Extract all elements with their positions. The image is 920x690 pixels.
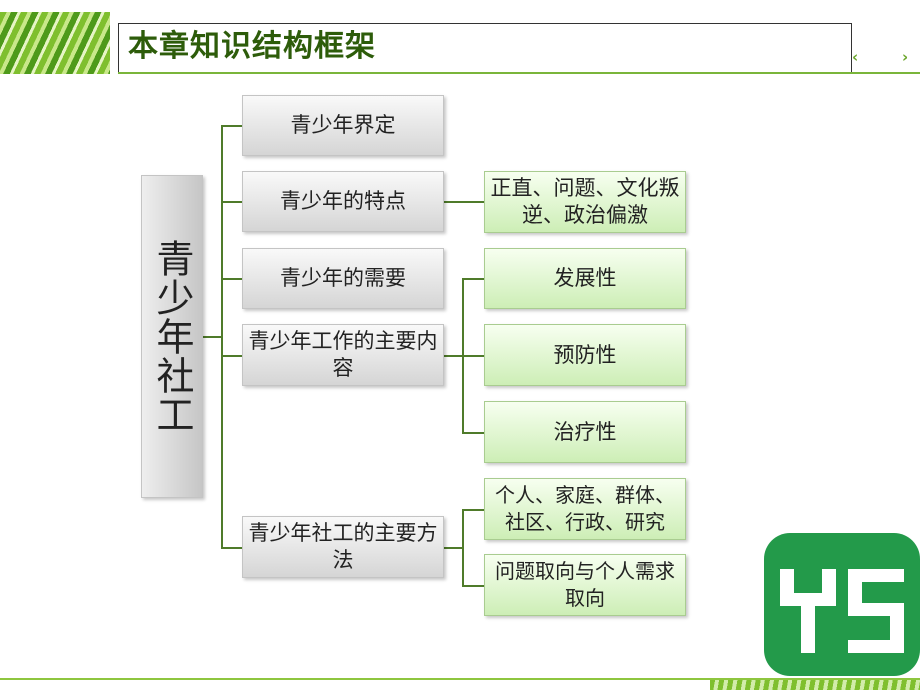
node-preventive: 预防性 xyxy=(484,324,686,386)
connector-line xyxy=(221,125,223,548)
node-methods: 青少年社工的主要方法 xyxy=(242,516,444,578)
header-decoration xyxy=(0,12,110,74)
footer-rule xyxy=(0,678,920,680)
connector-line xyxy=(462,509,484,511)
connector-line xyxy=(444,547,463,549)
node-orientation: 问题取向与个人需求取向 xyxy=(484,554,686,616)
connector-line xyxy=(462,509,464,586)
connector-line xyxy=(462,355,484,357)
root-label: 青少年社工 xyxy=(150,239,194,434)
node-developmental: 发展性 xyxy=(484,248,686,309)
root-node: 青少年社工 xyxy=(141,175,203,498)
connector-line xyxy=(221,125,242,127)
connector-line xyxy=(462,585,484,587)
next-slide-icon[interactable]: › xyxy=(902,48,909,66)
node-traits-detail: 正直、问题、文化叛逆、政治偏激 xyxy=(484,171,686,233)
node-therapeutic: 治疗性 xyxy=(484,401,686,463)
connector-line xyxy=(444,201,484,203)
footer-decoration xyxy=(710,680,920,690)
connector-line xyxy=(203,336,222,338)
node-definition: 青少年界定 xyxy=(242,95,444,156)
connector-line xyxy=(462,432,484,434)
page-title: 本章知识结构框架 xyxy=(128,29,376,64)
header-rule xyxy=(118,72,920,74)
node-needs: 青少年的需要 xyxy=(242,248,444,309)
connector-line xyxy=(462,278,484,280)
node-method-levels: 个人、家庭、群体、社区、行政、研究 xyxy=(484,478,686,540)
ys-logo xyxy=(764,533,920,676)
node-characteristics: 青少年的特点 xyxy=(242,171,444,232)
previous-slide-icon[interactable]: ‹ xyxy=(852,48,859,66)
ys-logo-mark xyxy=(780,569,904,653)
connector-line xyxy=(444,355,463,357)
connector-line xyxy=(221,278,242,280)
title-box xyxy=(118,23,852,73)
connector-line xyxy=(221,547,242,549)
node-work-content: 青少年工作的主要内容 xyxy=(242,324,444,386)
connector-line xyxy=(221,355,242,357)
connector-line xyxy=(221,201,242,203)
